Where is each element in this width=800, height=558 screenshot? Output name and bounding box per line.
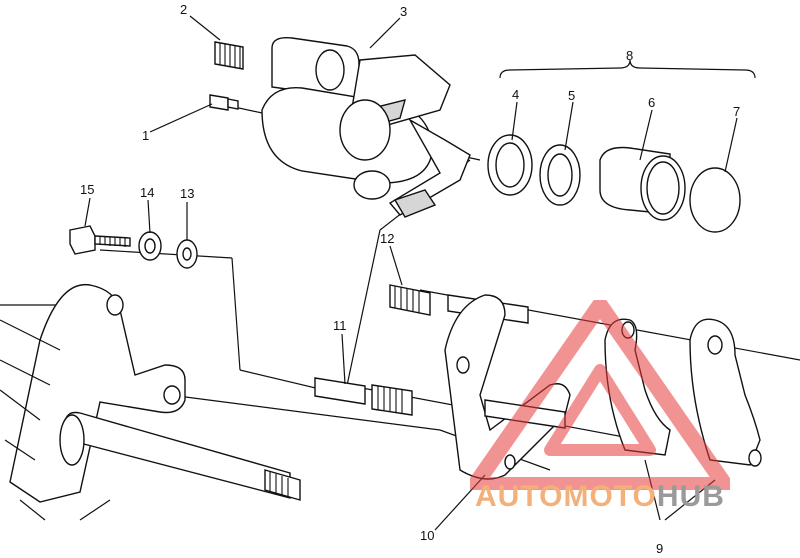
watermark-text-moto: MOTO: [563, 480, 657, 513]
part-15-bolt: [69, 225, 131, 255]
part-11-pin: [314, 377, 413, 416]
callout-10: 10: [420, 528, 434, 543]
callout-9: 9: [656, 541, 663, 556]
part-2-set-screw: [214, 41, 244, 70]
watermark-text-auto: AUTO: [475, 480, 564, 513]
callout-15: 15: [80, 182, 94, 197]
part-9-brake-pads: [604, 318, 762, 467]
callout-11: 11: [333, 318, 347, 333]
pivot-shaft: [59, 411, 301, 501]
callout-2: 2: [180, 2, 187, 17]
watermark-text-hub: HUB: [656, 480, 725, 513]
part-13-washer: [176, 239, 198, 269]
part-4-seal: [487, 134, 533, 196]
callout-8: 8: [626, 48, 633, 63]
callout-5: 5: [568, 88, 575, 103]
callout-4: 4: [512, 87, 519, 102]
part-3-caliper-housing: [261, 37, 471, 218]
callout-3: 3: [400, 4, 407, 19]
part-8-bracket: [499, 59, 756, 79]
part-5-seal: [539, 144, 581, 206]
callout-1: 1: [142, 128, 149, 143]
callout-6: 6: [648, 95, 655, 110]
part-1-bleeder-valve: [209, 94, 239, 111]
callout-numbers: 2 3 1 8 4 5 6 7 15 14 13 12 11 10 9: [80, 2, 740, 556]
watermark-text: AUTOMOTOHUB: [475, 480, 725, 514]
part-7-cap: [689, 167, 741, 233]
part-14-lock-washer: [138, 231, 162, 261]
watermark-triangle-logo: [470, 300, 730, 490]
callout-13: 13: [180, 186, 194, 201]
callout-12: 12: [380, 231, 394, 246]
frame-lines: [0, 319, 111, 521]
callout-14: 14: [140, 185, 154, 200]
part-6-piston: [599, 146, 686, 221]
mounting-bracket-left: [9, 283, 186, 503]
callout-7: 7: [733, 104, 740, 119]
